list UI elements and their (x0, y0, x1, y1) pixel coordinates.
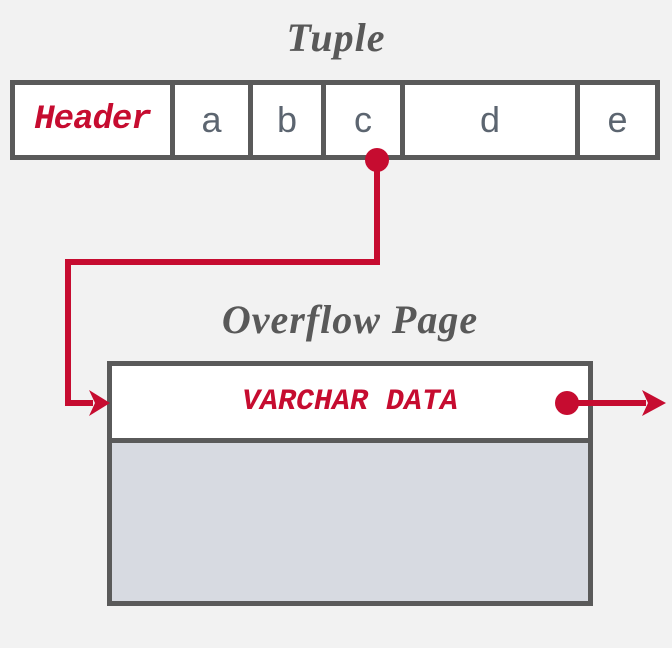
overflow-page-box: VARCHAR DATA (107, 361, 593, 606)
tuple-cell-header: Header (15, 85, 170, 155)
tuple-cell-a: a (170, 85, 248, 155)
tuple-header-label: Header (34, 101, 151, 139)
tuple-cell-c: c (321, 85, 400, 155)
tuple-cell-e-label: e (607, 99, 628, 140)
tuple-title: Tuple (286, 15, 386, 60)
next-page-arrowhead-icon (642, 390, 666, 416)
tuple-cell-b-label: b (276, 99, 298, 140)
tuple-cell-d: d (400, 85, 575, 155)
overflow-page-title: Overflow Page (221, 297, 479, 342)
tuple-row: Header a b c d e (10, 80, 660, 160)
tuple-cell-a-label: a (201, 99, 222, 140)
tuple-cell-b: b (248, 85, 321, 155)
overflow-varchar-slot: VARCHAR DATA (112, 366, 588, 443)
tuple-cell-e: e (575, 85, 655, 155)
tuple-cell-c-label: c (354, 99, 372, 140)
varchar-data-label: VARCHAR DATA (241, 385, 459, 419)
tuple-cell-d-label: d (479, 99, 501, 140)
overflow-free-space (112, 443, 588, 601)
